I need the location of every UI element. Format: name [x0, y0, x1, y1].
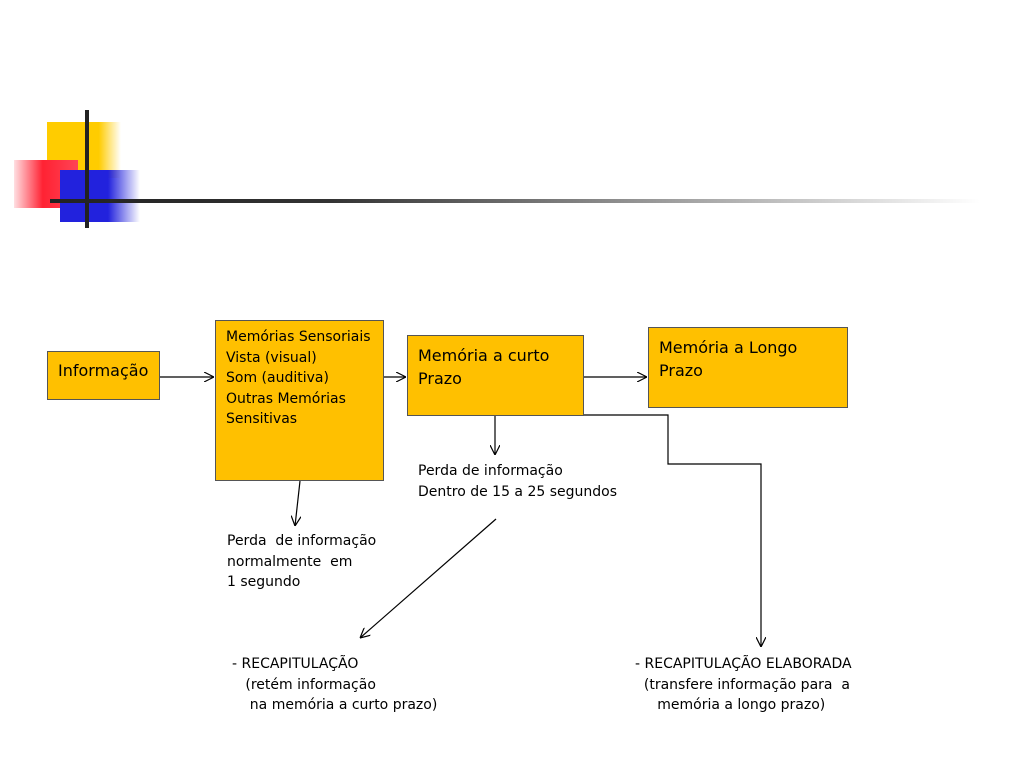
arrow-short-term-to-elaborate-rehearsal: [584, 414, 761, 647]
note-rehearsal: - RECAPITULAÇÃO (retém informação na mem…: [232, 656, 438, 713]
note-sensory-loss: Perda de informação normalmente em 1 seg…: [227, 533, 377, 590]
arrow-sensory-to-loss: [295, 480, 300, 526]
decor-horizontal-rule: [50, 199, 980, 203]
decor-blue-square: [60, 170, 140, 222]
note-elaborate-rehearsal: - RECAPITULAÇÃO ELABORADA (transfere inf…: [635, 656, 852, 713]
arrow-loss-to-rehearsal: [360, 518, 497, 638]
note-short-term-loss: Perda de informação Dentro de 15 a 25 se…: [418, 463, 618, 500]
node-short-term-memory: Memória a curto Prazo: [407, 335, 584, 416]
node-long-term-memory: Memória a Longo Prazo: [648, 327, 848, 408]
node-sensory-memory: Memórias Sensoriais Vista (visual) Som (…: [215, 320, 384, 481]
decor-vertical-line: [85, 110, 89, 228]
node-information: Informação: [47, 351, 160, 400]
